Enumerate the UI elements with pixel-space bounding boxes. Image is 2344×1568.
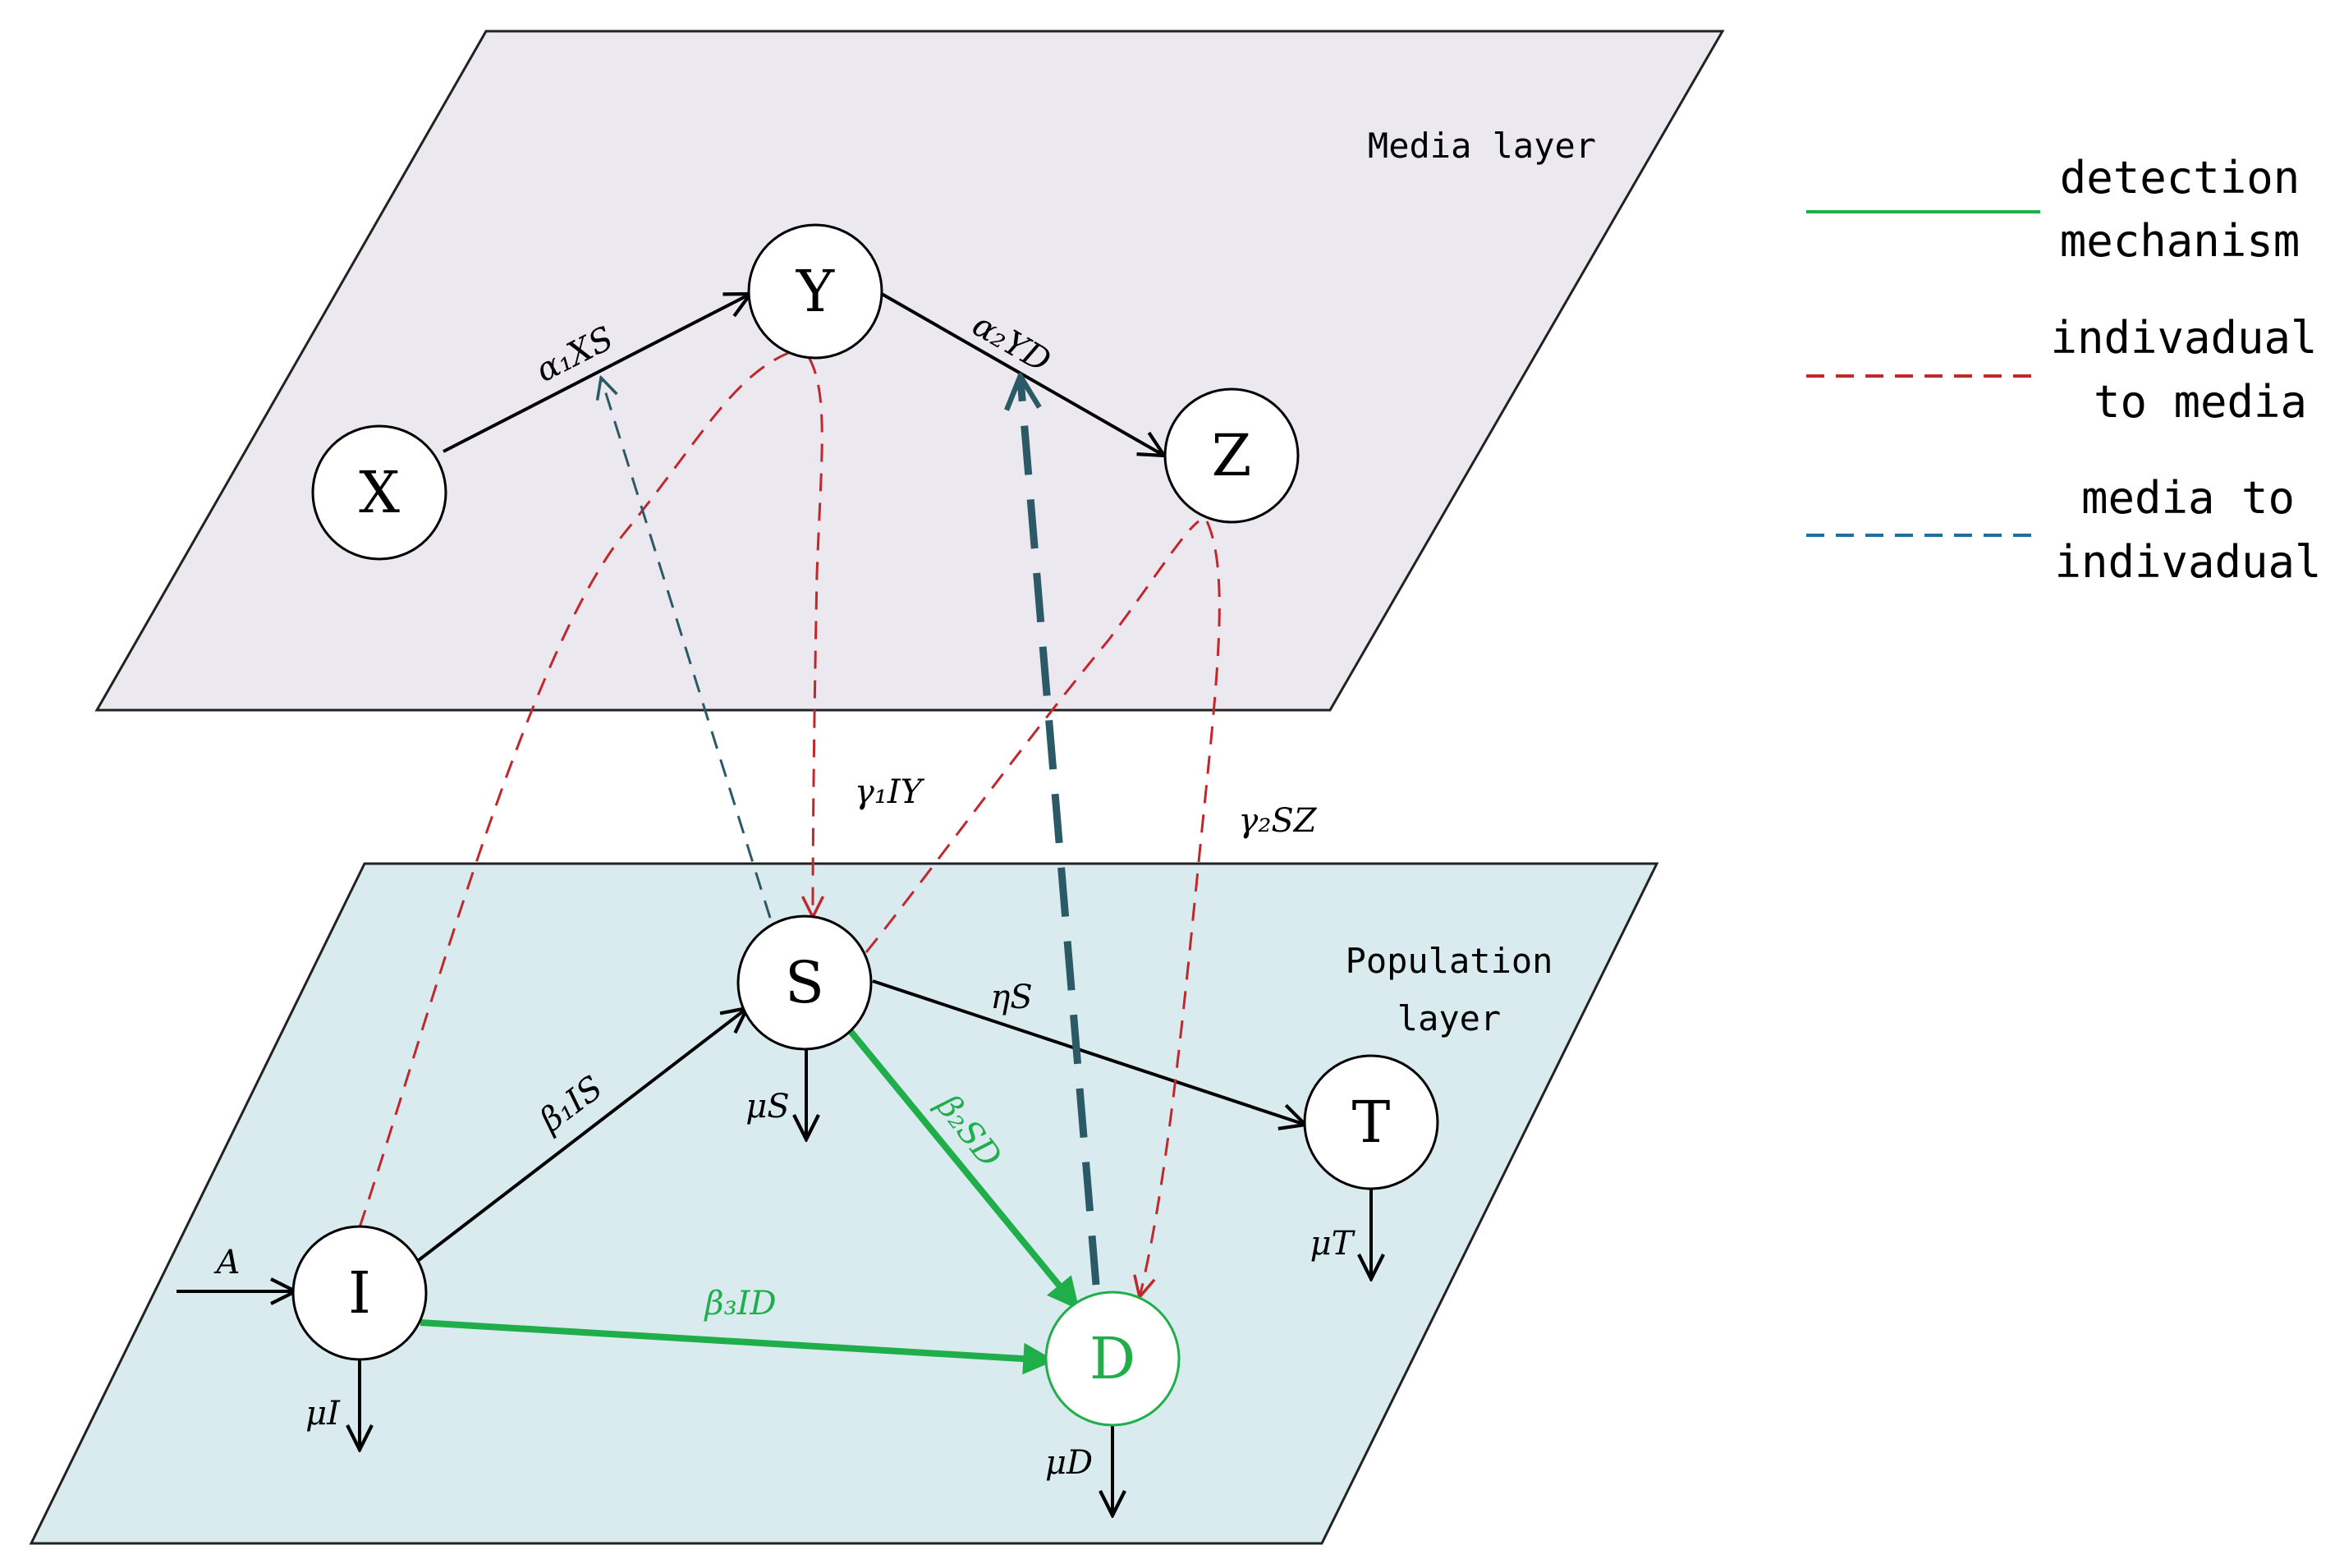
population-layer-label-line2: layer [1397, 998, 1501, 1038]
media-layer-label: Media layer [1368, 126, 1596, 166]
legend: detection mechanism indivadual to media … [1806, 152, 2322, 588]
legend-media-to-individual-line2: indivadual [2054, 536, 2321, 588]
edge-s-to-t [872, 979, 1305, 1125]
population-layer-label-line1: Population [1346, 941, 1553, 981]
edge-s-to-xy-dashed [601, 378, 772, 919]
legend-detection-line1: detection [2060, 152, 2300, 204]
population-layer-plane [29, 862, 1659, 1545]
label-mu-t: μT [1310, 1225, 1356, 1263]
edge-i-to-d [420, 1319, 1049, 1360]
edge-d-to-yz-dashed [1021, 379, 1100, 1286]
node-s-circle [736, 915, 873, 1051]
edge-y-to-s-dashed [809, 356, 822, 917]
label-mu-i: μI [305, 1395, 341, 1433]
edge-x-to-y [443, 294, 750, 453]
node-s-label: S [785, 949, 824, 1016]
node-y-circle [747, 223, 883, 360]
label-gamma1-iy: γ₁IY [855, 773, 925, 811]
node-t-label: T [1352, 1089, 1391, 1156]
node-d-label: D [1089, 1325, 1135, 1392]
legend-media-to-individual-line1: media to [2081, 472, 2295, 524]
edge-i-to-y-dashed [358, 351, 789, 1228]
label-eta-s: ηS [990, 979, 1032, 1016]
label-a: A [213, 1244, 241, 1281]
label-mu-d: μD [1045, 1444, 1093, 1482]
edge-i-to-s [417, 1008, 747, 1262]
edge-s-to-z-dashed [865, 520, 1200, 953]
node-x-label: X [359, 459, 400, 526]
node-d-circle [1044, 1291, 1181, 1427]
legend-individual-to-media-line1: indivadual [2050, 312, 2317, 364]
node-i-label: I [348, 1259, 371, 1327]
legend-detection-line2: mechanism [2060, 215, 2300, 267]
node-z-label: Z [1212, 422, 1252, 489]
label-gamma2-sz: γ₂SZ [1238, 802, 1317, 840]
node-x-circle [311, 424, 447, 561]
edge-s-to-d [846, 1028, 1076, 1305]
node-t-circle [1303, 1054, 1439, 1190]
node-y-label: Y [796, 258, 835, 325]
node-i-circle [291, 1225, 428, 1361]
legend-individual-to-media-line2: to media [2094, 376, 2307, 428]
media-layer-plane [94, 30, 1725, 712]
node-z-circle [1163, 387, 1300, 524]
label-mu-s: μS [745, 1088, 789, 1126]
label-beta3-id: β₃ID [703, 1285, 776, 1323]
